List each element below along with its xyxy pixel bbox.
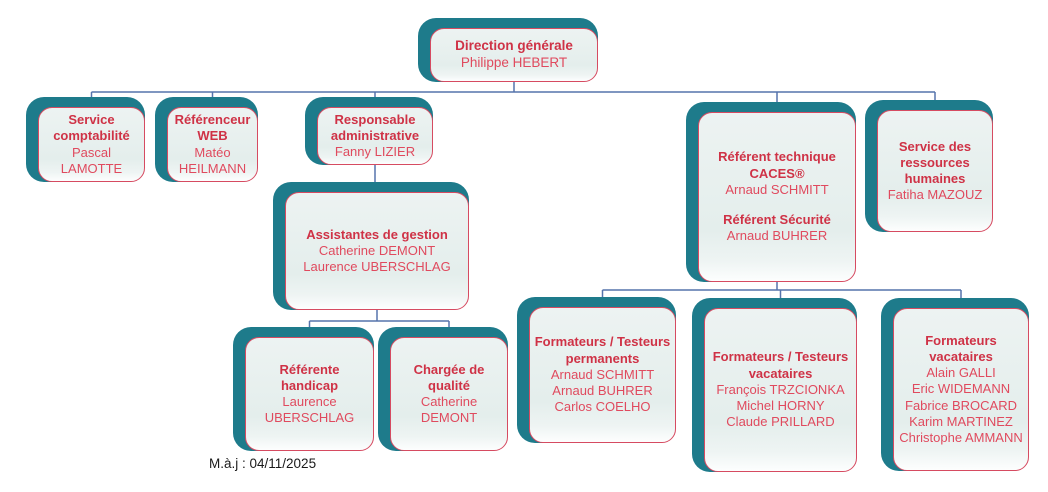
node-section: Référent technique CACES®Arnaud SCHMITT (703, 149, 851, 198)
node-title: Référent technique CACES® (718, 149, 836, 181)
node-title: Responsable administrative (330, 111, 420, 143)
person-name: Pascal LAMOTTE (60, 144, 123, 176)
person-name: Matéo HEILMANN (178, 144, 247, 176)
person-name: Arnaud BUHRER (552, 383, 653, 399)
person-name: Claude PRILLARD (726, 414, 835, 430)
person-name: Alain GALLI (926, 365, 996, 381)
node-title: Référente handicap (279, 361, 340, 393)
person-name: Arnaud BUHRER (726, 228, 828, 244)
node-title: Direction générale (455, 38, 573, 54)
person-name: Fabrice BROCARD (905, 397, 1017, 413)
person-name: Carlos COELHO (554, 399, 651, 415)
node-title: Référenceur WEB (174, 112, 251, 144)
node-title: Formateurs vacataires (925, 332, 997, 364)
node-title: Chargée de qualité (413, 361, 485, 393)
person-name: Philippe HEBERT (460, 55, 568, 70)
person-name: Christophe AMMANN (899, 430, 1023, 446)
person-name: François TRZCIONKA (716, 381, 845, 397)
person-name: Laurence UBERSCHLAG (303, 259, 451, 275)
node-title: Service comptabilité (53, 112, 130, 144)
last-updated-label: M.à.j : 04/11/2025 (209, 456, 317, 471)
person-name: Arnaud SCHMITT (550, 366, 655, 382)
person-name: Arnaud SCHMITT (725, 181, 829, 197)
person-name: Michel HORNY (736, 398, 825, 414)
person-name: Laurence UBERSCHLAG (264, 394, 355, 426)
node-title: Référent Sécurité (723, 212, 831, 228)
person-name: Fanny LIZIER (334, 144, 416, 160)
person-name: Eric WIDEMANN (911, 381, 1011, 397)
person-name: Catherine DEMONT (420, 394, 478, 426)
person-name: Catherine DEMONT (318, 242, 436, 258)
node-title: Service des ressources humaines (898, 138, 972, 187)
node-title: Formateurs / Testeurs vacataires (712, 349, 849, 381)
node-title: Formateurs / Testeurs permanents (534, 334, 671, 366)
node-title: Assistantes de gestion (306, 226, 448, 242)
person-name: Karim MARTINEZ (909, 413, 1013, 429)
person-name: Fatiha MAZOUZ (887, 187, 983, 203)
